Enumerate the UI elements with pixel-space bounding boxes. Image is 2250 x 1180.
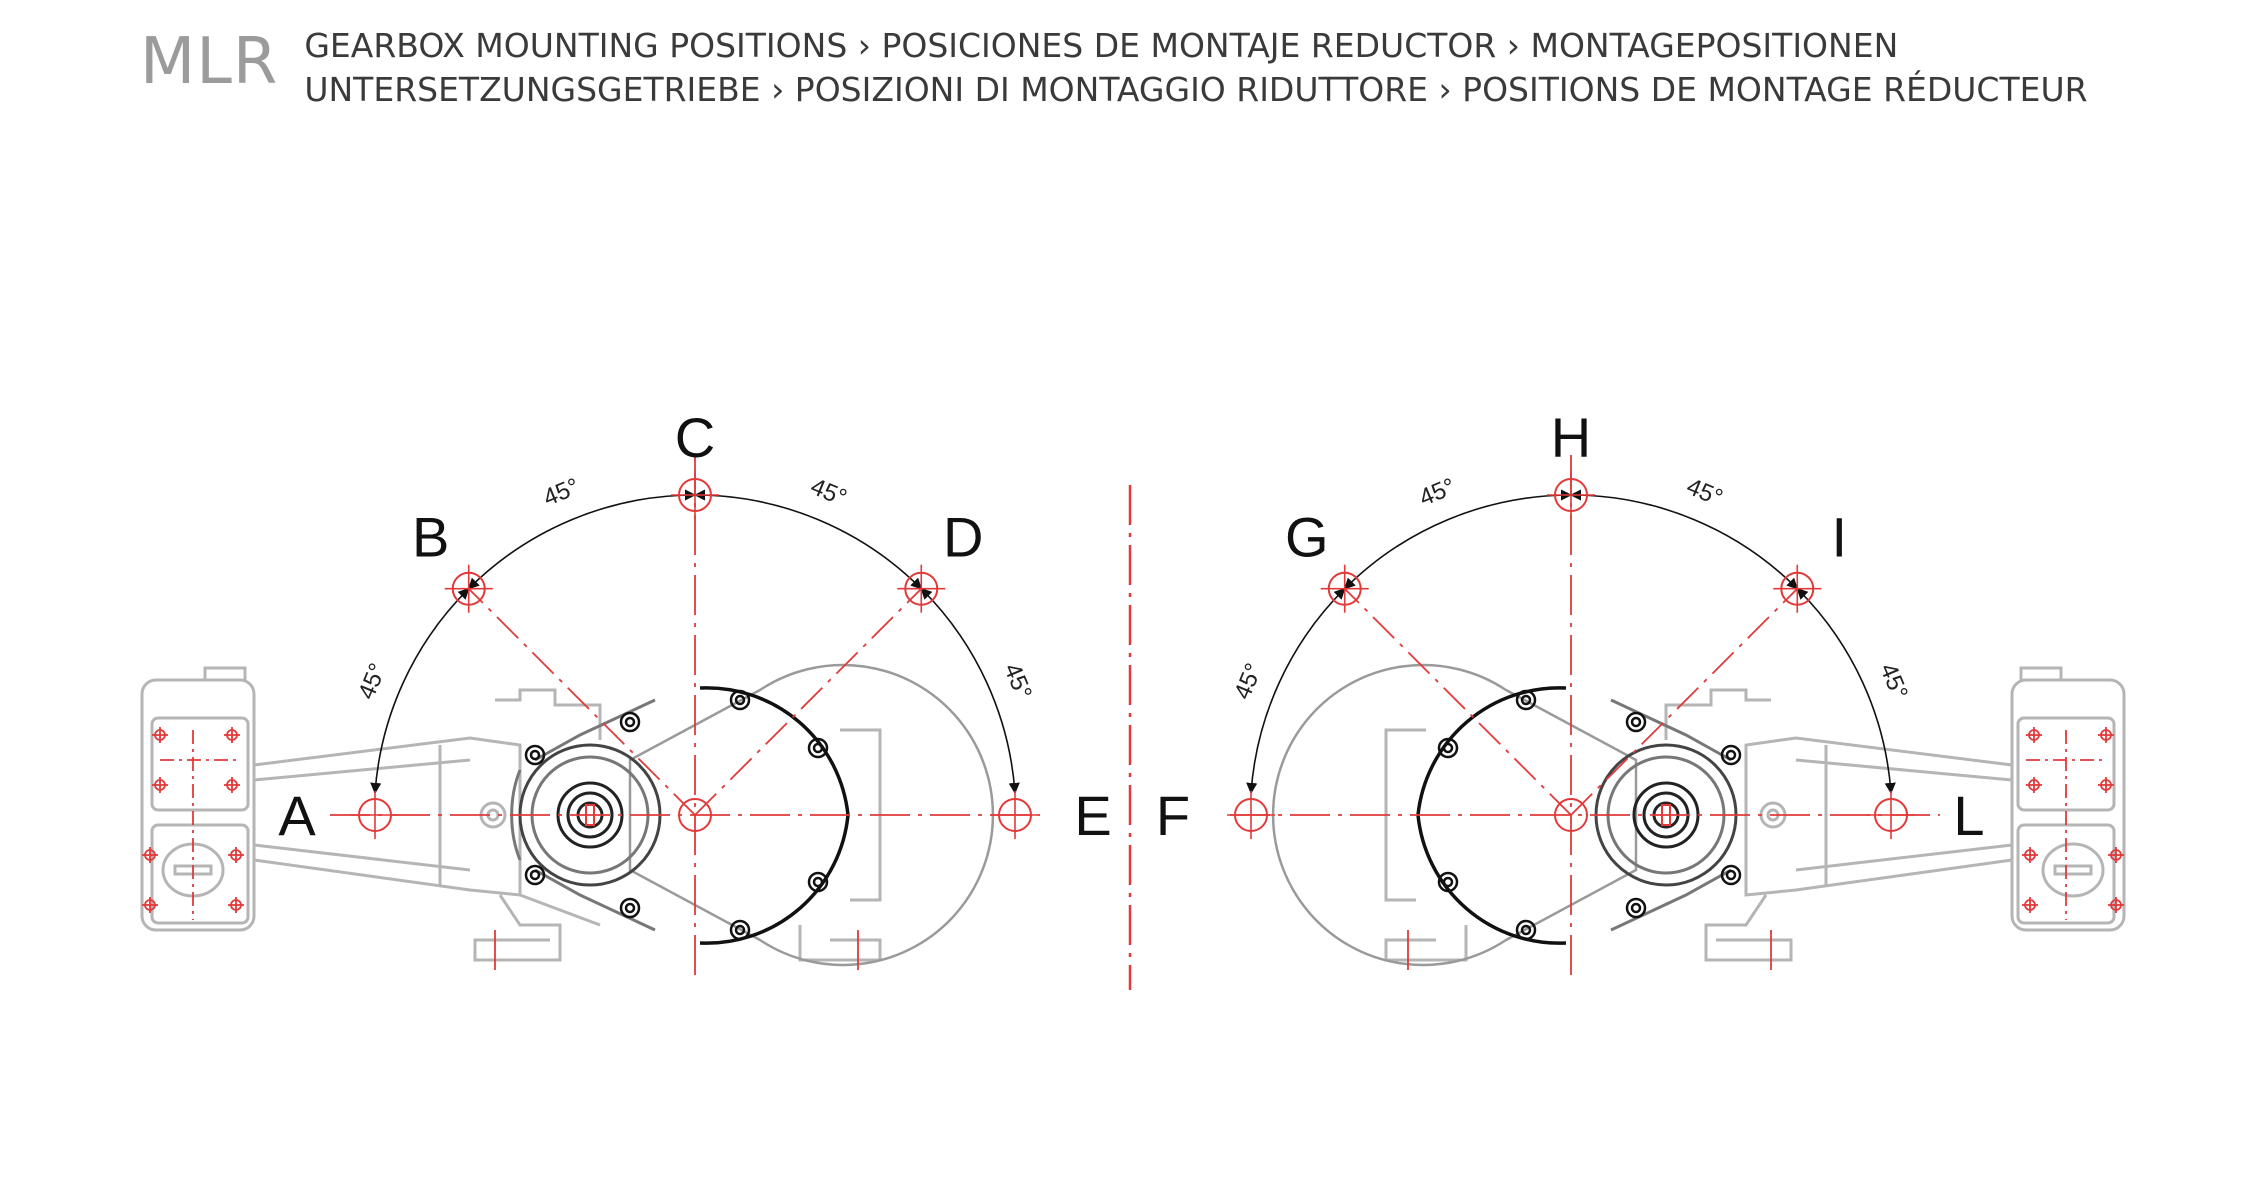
title-block: GEARBOX MOUNTING POSITIONS › POSICIONES … (304, 24, 2087, 112)
left-bolts (524, 689, 829, 941)
title-line-1: GEARBOX MOUNTING POSITIONS › POSICIONES … (304, 26, 1899, 65)
right-position-label: H (1551, 406, 1591, 469)
left-diagonal-centerline (468, 588, 696, 816)
left-position-label: C (675, 406, 715, 469)
left-position-label: D (943, 506, 983, 569)
right-diagonal-centerline (1570, 588, 1798, 816)
right-position-label: I (1831, 506, 1847, 569)
left-angle-label: 45° (353, 659, 392, 703)
product-code: MLR (140, 25, 279, 99)
right-view (1271, 663, 2126, 970)
right-angle-label: 45° (1683, 473, 1727, 512)
left-angle-arc-segment (370, 587, 470, 795)
left-angle-arc-segment (920, 587, 1020, 795)
right-angle-arc-segment (1796, 587, 1896, 795)
right-angle-arc-segment (1246, 587, 1346, 795)
left-gearbox-body (140, 666, 882, 962)
right-gearbox-body (1384, 666, 2126, 962)
left-angle-arc-segment (467, 489, 697, 590)
left-center-marker (678, 798, 712, 832)
left-angle-arc-segment (693, 489, 923, 590)
title-line-2: UNTERSETZUNGSGETRIEBE › POSIZIONI DI MON… (304, 70, 2088, 109)
right-angle-label: 45° (1874, 659, 1913, 703)
left-angle-label: 45° (807, 473, 851, 512)
left-view (140, 663, 995, 970)
right-angle-label: 45° (1415, 473, 1459, 512)
left-position-label: B (412, 506, 449, 569)
right-bolts (1437, 689, 1742, 941)
right-angle-arc-segment (1569, 489, 1799, 590)
right-position-label: G (1285, 506, 1329, 569)
left-motor-crosshairs (142, 727, 859, 970)
right-motor-crosshairs (1407, 727, 2124, 970)
left-position-label: E (1074, 784, 1111, 847)
right-diagonal-centerline (1344, 588, 1572, 816)
left-angle-label: 45° (539, 473, 583, 512)
left-diagonal-centerline (694, 588, 922, 816)
right-angle-label: 45° (1229, 659, 1268, 703)
left-angle-label: 45° (998, 659, 1037, 703)
left-position-label: A (278, 784, 316, 847)
position-layer: 45° 45° 45° 45° A B C D E 45° 45° 45° 45° F G H I L (278, 406, 1985, 975)
page-header: MLR GEARBOX MOUNTING POSITIONS › POSICIO… (140, 22, 2088, 112)
right-angle-arc-segment (1343, 489, 1573, 590)
right-center-marker (1554, 798, 1588, 832)
right-position-label: F (1156, 784, 1190, 847)
right-position-label: L (1953, 784, 1984, 847)
